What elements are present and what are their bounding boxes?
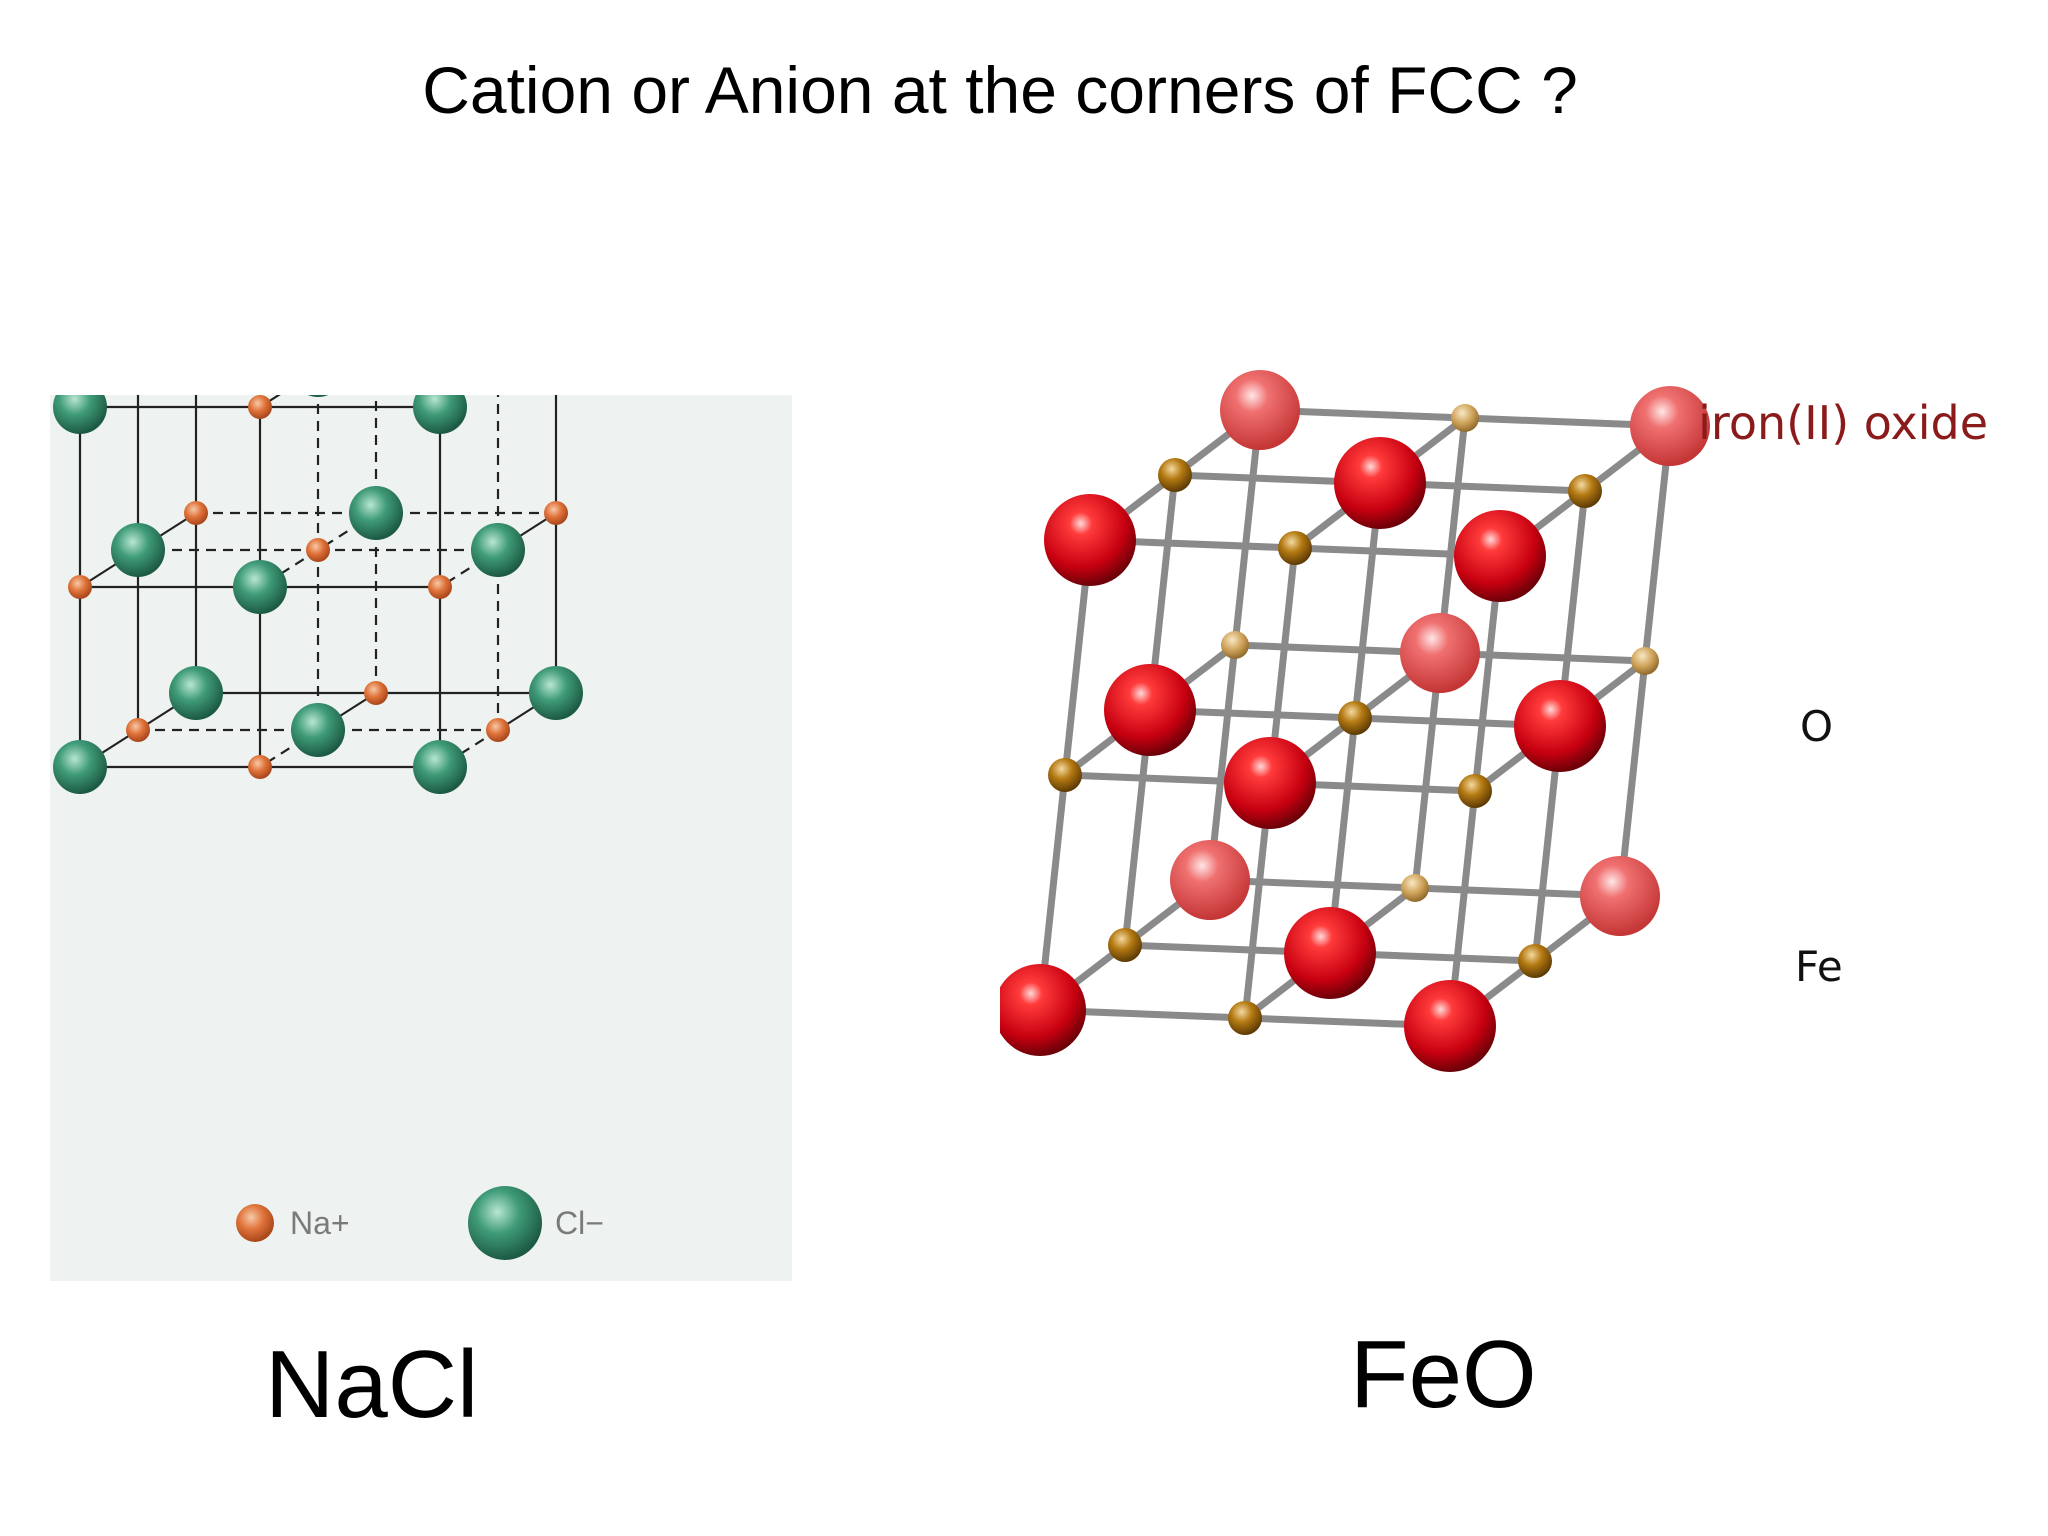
feo-fe-atom bbox=[1518, 944, 1552, 978]
nacl-cl-atom bbox=[529, 666, 583, 720]
feo-fe-atom bbox=[1451, 404, 1479, 432]
nacl-cl-atom bbox=[349, 486, 403, 540]
nacl-cl-atom bbox=[53, 740, 107, 794]
nacl-na-atom bbox=[184, 501, 208, 525]
feo-o-atom bbox=[1580, 856, 1660, 936]
feo-o-atom bbox=[1104, 664, 1196, 756]
feo-o-atom bbox=[1630, 386, 1710, 466]
feo-oxygen-label: O bbox=[1800, 702, 1834, 751]
feo-fe-atom bbox=[1108, 928, 1142, 962]
feo-o-atom bbox=[1224, 737, 1316, 829]
nacl-na-atom bbox=[428, 575, 452, 599]
feo-iron-label: Fe bbox=[1795, 942, 1843, 991]
nacl-cl-atom bbox=[413, 740, 467, 794]
legend-cl-swatch bbox=[468, 1186, 542, 1260]
feo-o-atom bbox=[1514, 680, 1606, 772]
nacl-na-atom bbox=[306, 538, 330, 562]
nacl-cl-atom bbox=[53, 395, 107, 434]
feo-caption: FeO bbox=[1350, 1321, 1537, 1428]
nacl-na-atom bbox=[486, 718, 510, 742]
nacl-na-atom bbox=[544, 501, 568, 525]
nacl-na-atom bbox=[68, 575, 92, 599]
feo-o-atom bbox=[1044, 494, 1136, 586]
feo-lattice bbox=[1000, 370, 1710, 1072]
nacl-structure-diagram: Na+ Cl− bbox=[50, 395, 792, 1281]
nacl-caption: NaCl bbox=[265, 1331, 479, 1438]
feo-o-atom bbox=[1220, 370, 1300, 450]
feo-o-atom bbox=[1000, 964, 1086, 1056]
legend-cl-label: Cl− bbox=[555, 1205, 604, 1241]
feo-fe-atom bbox=[1458, 774, 1492, 808]
nacl-cl-atom bbox=[413, 395, 467, 434]
nacl-na-atom bbox=[248, 755, 272, 779]
nacl-cl-atom bbox=[471, 523, 525, 577]
nacl-lattice bbox=[50, 395, 792, 1281]
feo-o-atom bbox=[1400, 613, 1480, 693]
feo-o-atom bbox=[1454, 510, 1546, 602]
nacl-na-atom bbox=[364, 681, 388, 705]
feo-o-atom bbox=[1284, 907, 1376, 999]
slide-title: Cation or Anion at the corners of FCC ? bbox=[422, 53, 1578, 127]
feo-fe-atom bbox=[1221, 631, 1249, 659]
feo-fe-atom bbox=[1568, 474, 1602, 508]
nacl-cl-atom bbox=[169, 666, 223, 720]
feo-fe-atom bbox=[1048, 758, 1082, 792]
feo-o-atom bbox=[1404, 980, 1496, 1072]
nacl-background bbox=[50, 395, 792, 1281]
feo-o-atom bbox=[1170, 840, 1250, 920]
feo-fe-atom bbox=[1401, 874, 1429, 902]
nacl-cl-atom bbox=[307, 395, 329, 397]
nacl-cl-atom bbox=[111, 523, 165, 577]
feo-fe-atom bbox=[1228, 1001, 1262, 1035]
nacl-na-atom bbox=[248, 395, 272, 419]
feo-compound-name: iron(II) oxide bbox=[1698, 396, 1988, 450]
nacl-cl-atom bbox=[233, 560, 287, 614]
nacl-cl-atom bbox=[291, 703, 345, 757]
feo-fe-atom bbox=[1158, 458, 1192, 492]
legend-na-label: Na+ bbox=[290, 1205, 350, 1241]
feo-structure-diagram: iron(II) oxide O Fe bbox=[1000, 370, 2040, 1200]
legend-na-swatch bbox=[236, 1204, 274, 1242]
feo-fe-atom bbox=[1338, 701, 1372, 735]
feo-fe-atom bbox=[1631, 647, 1659, 675]
nacl-legend bbox=[236, 1186, 542, 1260]
nacl-na-atom bbox=[126, 718, 150, 742]
feo-fe-atom bbox=[1278, 531, 1312, 565]
feo-o-atom bbox=[1334, 437, 1426, 529]
